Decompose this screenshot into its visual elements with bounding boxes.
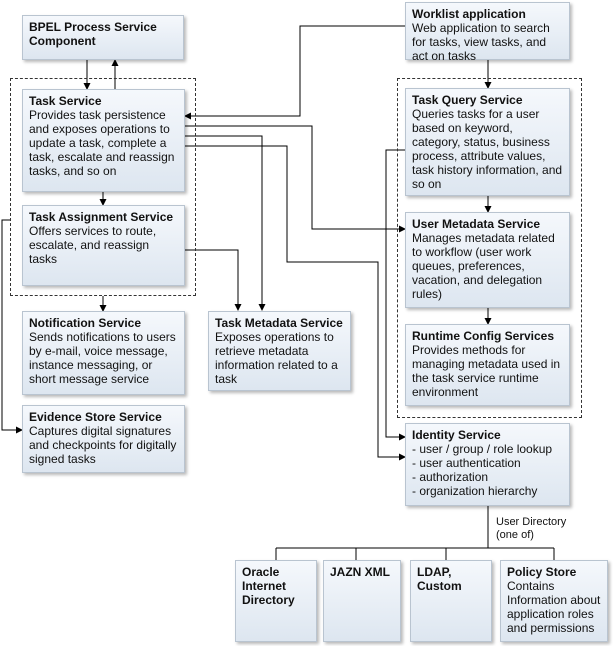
- notification-title: Notification Service: [29, 316, 142, 330]
- runtime-config-box: Runtime Config Services Provides methods…: [405, 324, 570, 406]
- runtime-config-desc: Provides methods for managing metadata u…: [412, 343, 561, 399]
- policy-store-desc: Contains Information about application r…: [507, 579, 601, 635]
- bpel-process-box: BPEL Process Service Component: [22, 15, 184, 60]
- policy-store-box: Policy Store Contains Information about …: [500, 560, 608, 642]
- assignment-to-task-metadata-connector: [185, 249, 242, 311]
- task-service-to-identity-connector-a: [185, 145, 406, 461]
- notification-box: Notification Service Sends notifications…: [22, 311, 185, 395]
- task-metadata-box: Task Metadata Service Exposes operations…: [208, 311, 351, 391]
- notification-desc: Sends notifications to users by e-mail, …: [29, 330, 176, 386]
- task-service-desc: Provides task persistence and exposes op…: [29, 108, 175, 178]
- task-query-box: Task Query Service Queries tasks for a u…: [405, 88, 570, 196]
- directory-title: Oracle Internet Directory: [242, 565, 295, 607]
- ldap-custom-box: LDAP, Custom: [410, 560, 492, 642]
- task-query-group: [397, 78, 582, 418]
- runtime-config-title: Runtime Config Services: [412, 329, 555, 343]
- task-service-box: Task Service Provides task persistence a…: [22, 89, 185, 192]
- task-metadata-title: Task Metadata Service: [215, 316, 343, 330]
- task-query-desc: Queries tasks for a user based on keywor…: [412, 107, 563, 191]
- identity-items: - user / group / role lookup - user auth…: [412, 442, 563, 498]
- worklist-to-task-service-connector: [184, 25, 405, 120]
- identity-item: - user authentication: [412, 456, 521, 470]
- user-metadata-desc: Manages metadata related to workflow (us…: [412, 231, 555, 301]
- task-metadata-desc: Exposes operations to retrieve metadata …: [215, 330, 338, 386]
- task-assignment-title: Task Assignment Service: [29, 210, 174, 224]
- identity-service-box: Identity Service - user / group / role l…: [405, 423, 570, 506]
- directory-title: LDAP, Custom: [417, 565, 462, 593]
- directory-title: Policy Store: [507, 565, 577, 579]
- user-directory-label: User Directory (one of): [496, 516, 567, 541]
- directory-title: JAZN XML: [330, 565, 390, 579]
- user-metadata-box: User Metadata Service Manages metadata r…: [405, 212, 570, 308]
- identity-item: - authorization: [412, 470, 489, 484]
- task-query-to-identity-connector: [385, 149, 406, 441]
- evidence-title: Evidence Store Service: [29, 410, 162, 424]
- worklist-desc: Web application to search for tasks, vie…: [412, 21, 550, 63]
- bpel-title: BPEL Process Service Component: [29, 20, 157, 48]
- task-assignment-box: Task Assignment Service Offers services …: [22, 205, 185, 286]
- identity-item: - organization hierarchy: [412, 484, 538, 498]
- user-metadata-title: User Metadata Service: [412, 217, 541, 231]
- task-service-to-user-metadata-connector: [185, 125, 406, 233]
- identity-title: Identity Service: [412, 428, 501, 442]
- evidence-desc: Captures digital signatures and checkpoi…: [29, 424, 177, 466]
- task-service-title: Task Service: [29, 94, 102, 108]
- task-query-title: Task Query Service: [412, 93, 523, 107]
- identity-item: - user / group / role lookup: [412, 442, 553, 456]
- task-service-group: [10, 78, 196, 296]
- worklist-title: Worklist application: [412, 7, 526, 21]
- task-assignment-desc: Offers services to route, escalate, and …: [29, 224, 157, 266]
- jazn-xml-box: JAZN XML: [323, 560, 401, 642]
- worklist-box: Worklist application Web application to …: [405, 2, 570, 63]
- oracle-internet-directory-box: Oracle Internet Directory: [235, 560, 317, 642]
- task-service-to-task-metadata-connector: [185, 135, 266, 311]
- group-to-evidence-connector: [1, 219, 23, 434]
- evidence-store-box: Evidence Store Service Captures digital …: [22, 405, 185, 473]
